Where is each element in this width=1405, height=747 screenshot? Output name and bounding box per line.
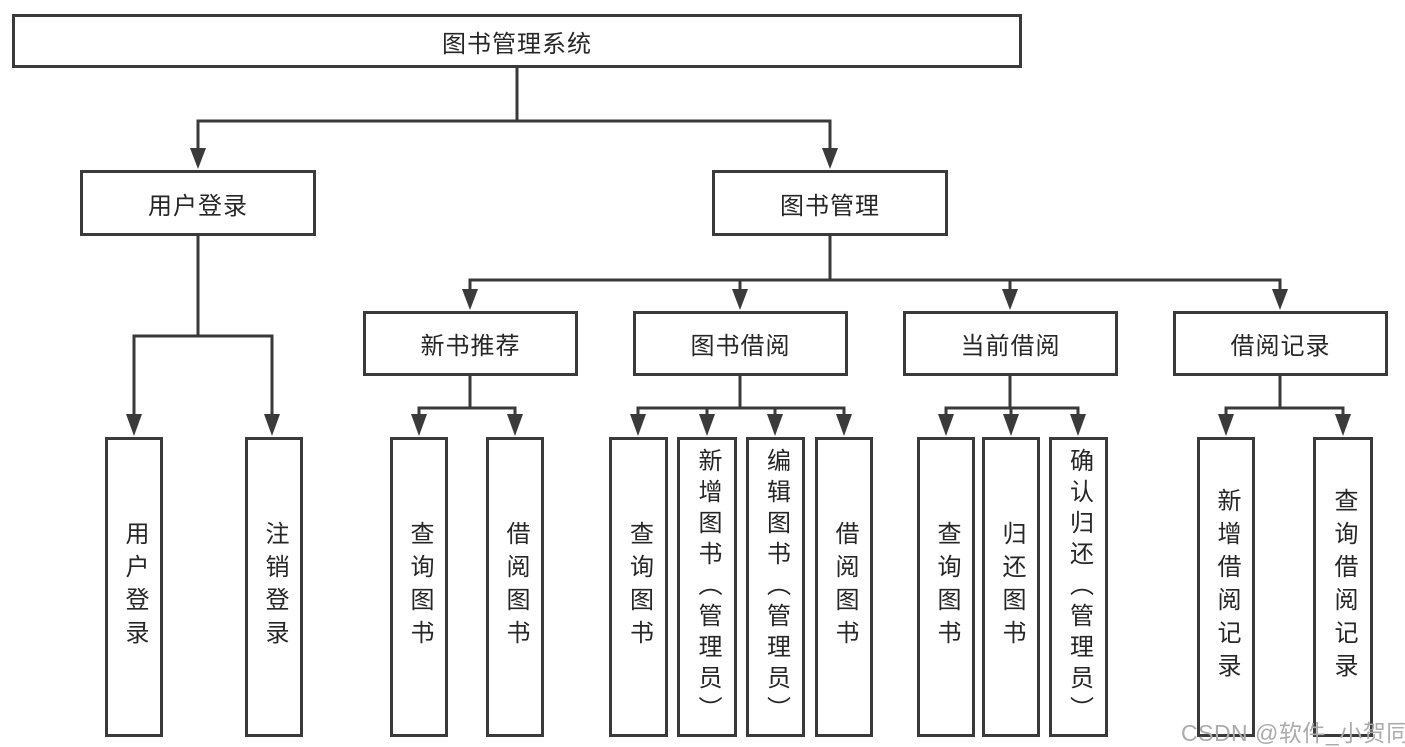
node-label: 确认归还（管理员） bbox=[1065, 447, 1093, 727]
leaf-borrow-books-2: 借阅图书 bbox=[815, 437, 873, 737]
connector-root bbox=[190, 68, 838, 169]
leaf-query-books-1: 查询图书 bbox=[390, 437, 448, 737]
node-label: 用户登录 bbox=[121, 521, 148, 653]
node-label: 归还图书 bbox=[998, 521, 1025, 653]
node-label: 查询图书 bbox=[933, 521, 960, 653]
arrow-icon bbox=[938, 414, 954, 436]
arrow-icon bbox=[1272, 289, 1288, 310]
node-book-management: 图书管理 bbox=[712, 170, 948, 236]
leaf-query-books-3: 查询图书 bbox=[917, 437, 975, 737]
node-label: 编辑图书（管理员） bbox=[762, 447, 790, 727]
arrow-icon bbox=[822, 148, 838, 169]
arrow-icon bbox=[126, 414, 142, 436]
connector-new-books bbox=[411, 376, 523, 436]
arrow-icon bbox=[462, 289, 478, 310]
node-label: 借阅记录 bbox=[1230, 333, 1331, 360]
arrow-icon bbox=[190, 148, 206, 169]
node-label: 图书管理 bbox=[780, 192, 880, 220]
node-current-borrow: 当前借阅 bbox=[903, 311, 1118, 376]
node-book-borrow: 图书借阅 bbox=[633, 311, 848, 376]
connector-user-login bbox=[126, 236, 280, 436]
arrow-icon bbox=[264, 414, 280, 436]
node-label: 图书管理系统 bbox=[442, 30, 592, 58]
node-user-login: 用户登录 bbox=[80, 170, 316, 236]
arrow-icon bbox=[507, 414, 523, 436]
node-label: 当前借阅 bbox=[960, 333, 1061, 360]
leaf-borrow-books-1: 借阅图书 bbox=[486, 437, 544, 737]
arrow-icon bbox=[1003, 414, 1019, 436]
node-label: 借阅图书 bbox=[831, 521, 858, 653]
leaf-edit-books-admin: 编辑图书（管理员） bbox=[746, 437, 805, 737]
csdn-watermark: CSDN @软件_小贺同学 bbox=[1181, 720, 1405, 746]
leaf-query-books-2: 查询图书 bbox=[609, 437, 668, 737]
arrow-icon bbox=[732, 289, 748, 310]
arrow-icon bbox=[1218, 414, 1234, 436]
arrow-icon bbox=[1070, 414, 1086, 436]
node-label: 图书借阅 bbox=[690, 333, 791, 360]
node-borrow-records: 借阅记录 bbox=[1173, 311, 1388, 376]
node-label: 注销登录 bbox=[261, 521, 288, 653]
connector-book-borrow bbox=[630, 376, 852, 436]
node-label: 新增借阅记录 bbox=[1213, 488, 1240, 686]
node-label: 用户登录 bbox=[148, 192, 248, 220]
node-label: 新增图书（管理员） bbox=[694, 447, 721, 727]
leaf-query-borrow-record: 查询借阅记录 bbox=[1313, 437, 1373, 737]
leaf-confirm-return-admin: 确认归还（管理员） bbox=[1049, 437, 1108, 737]
arrow-icon bbox=[1002, 289, 1018, 310]
node-new-book-recommend: 新书推荐 bbox=[363, 311, 578, 376]
leaf-logout: 注销登录 bbox=[245, 437, 303, 737]
node-label: 新书推荐 bbox=[420, 333, 521, 360]
leaf-user-login: 用户登录 bbox=[105, 437, 163, 737]
leaf-add-borrow-record: 新增借阅记录 bbox=[1197, 437, 1255, 737]
arrow-icon bbox=[767, 414, 783, 436]
leaf-return-books: 归还图书 bbox=[982, 437, 1040, 737]
connector-current-borrow bbox=[938, 376, 1086, 436]
node-label: 查询图书 bbox=[406, 521, 433, 653]
node-label: 借阅图书 bbox=[502, 521, 529, 653]
arrow-icon bbox=[1335, 414, 1351, 436]
connector-borrow-records bbox=[1218, 376, 1351, 436]
node-root: 图书管理系统 bbox=[12, 14, 1022, 68]
node-label: 查询借阅记录 bbox=[1330, 488, 1357, 686]
leaf-add-books-admin: 新增图书（管理员） bbox=[677, 437, 737, 737]
arrow-icon bbox=[699, 414, 715, 436]
node-label: 查询图书 bbox=[625, 521, 653, 653]
arrow-icon bbox=[630, 414, 646, 436]
arrow-icon bbox=[411, 414, 427, 436]
connector-book-management bbox=[462, 236, 1288, 310]
arrow-icon bbox=[836, 414, 852, 436]
